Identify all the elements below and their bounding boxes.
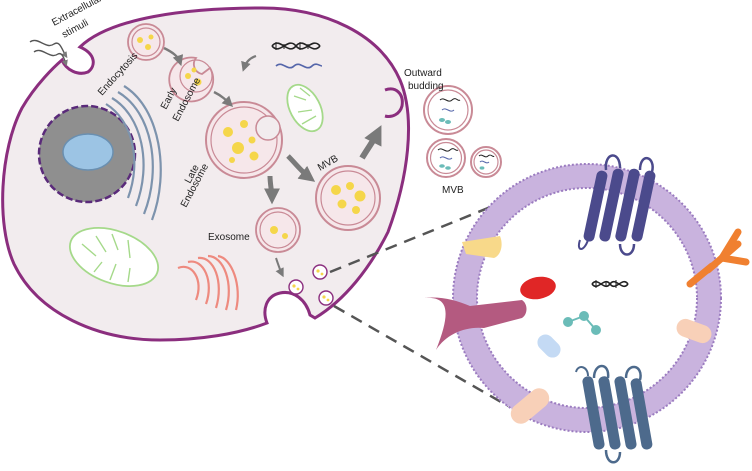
arrow-endocytosis-to-early [163, 46, 184, 67]
mitochondrion-large [68, 227, 160, 287]
nucleolus [62, 133, 114, 171]
transmembrane-protein-top [578, 154, 656, 256]
arrow-late-to-mvb [286, 154, 316, 182]
outside-mvb-small [470, 146, 502, 178]
rna-strand-icon [275, 63, 323, 69]
golgi-apparatus [177, 254, 239, 311]
label-mvb-outer: MVB [442, 185, 464, 196]
outward-bud [384, 87, 404, 118]
transmembrane-protein-bottom [575, 364, 653, 464]
capsule-blue [537, 334, 561, 358]
mitochondrion-small [286, 83, 324, 133]
dna-helix-icon [271, 42, 321, 50]
small-molecule-teal [563, 311, 601, 335]
arrow-dna-to-cell [241, 54, 257, 72]
capsule-peach-right [676, 318, 712, 344]
ligand-receptor-magenta [424, 297, 527, 350]
exosome-enlarged [452, 163, 722, 433]
multivesicular-body [315, 165, 381, 231]
exosome-vesicle [255, 207, 301, 253]
process-arrows [163, 46, 382, 278]
endocytosis-vesicle [127, 23, 165, 61]
extracellular-stimuli-squiggles [29, 39, 68, 67]
membrane-protein-yellow [462, 236, 502, 258]
receptor-y-shaped-shaft [686, 262, 716, 288]
capsule-peach-bottom-left [510, 388, 550, 424]
arrow-late-to-exosome [263, 175, 280, 205]
arrow-exosome-to-release [275, 257, 284, 278]
label-outward-line2: budding [408, 81, 444, 92]
outside-mvb-medium [426, 138, 466, 178]
label-exosome: Exosome [208, 232, 250, 243]
outside-mvb-large [423, 85, 473, 135]
label-outward-line1: Outward [404, 68, 442, 79]
nucleus [37, 104, 137, 204]
late-endosome [205, 101, 283, 179]
zoom-lines [329, 202, 509, 408]
arrow-mvb-outward [359, 125, 382, 160]
protein-red [520, 276, 556, 300]
arrow-early-to-late [213, 90, 234, 108]
released-exosomes [288, 264, 334, 306]
exosome-dna-icon [591, 280, 629, 288]
endoplasmic-reticulum [105, 85, 162, 221]
